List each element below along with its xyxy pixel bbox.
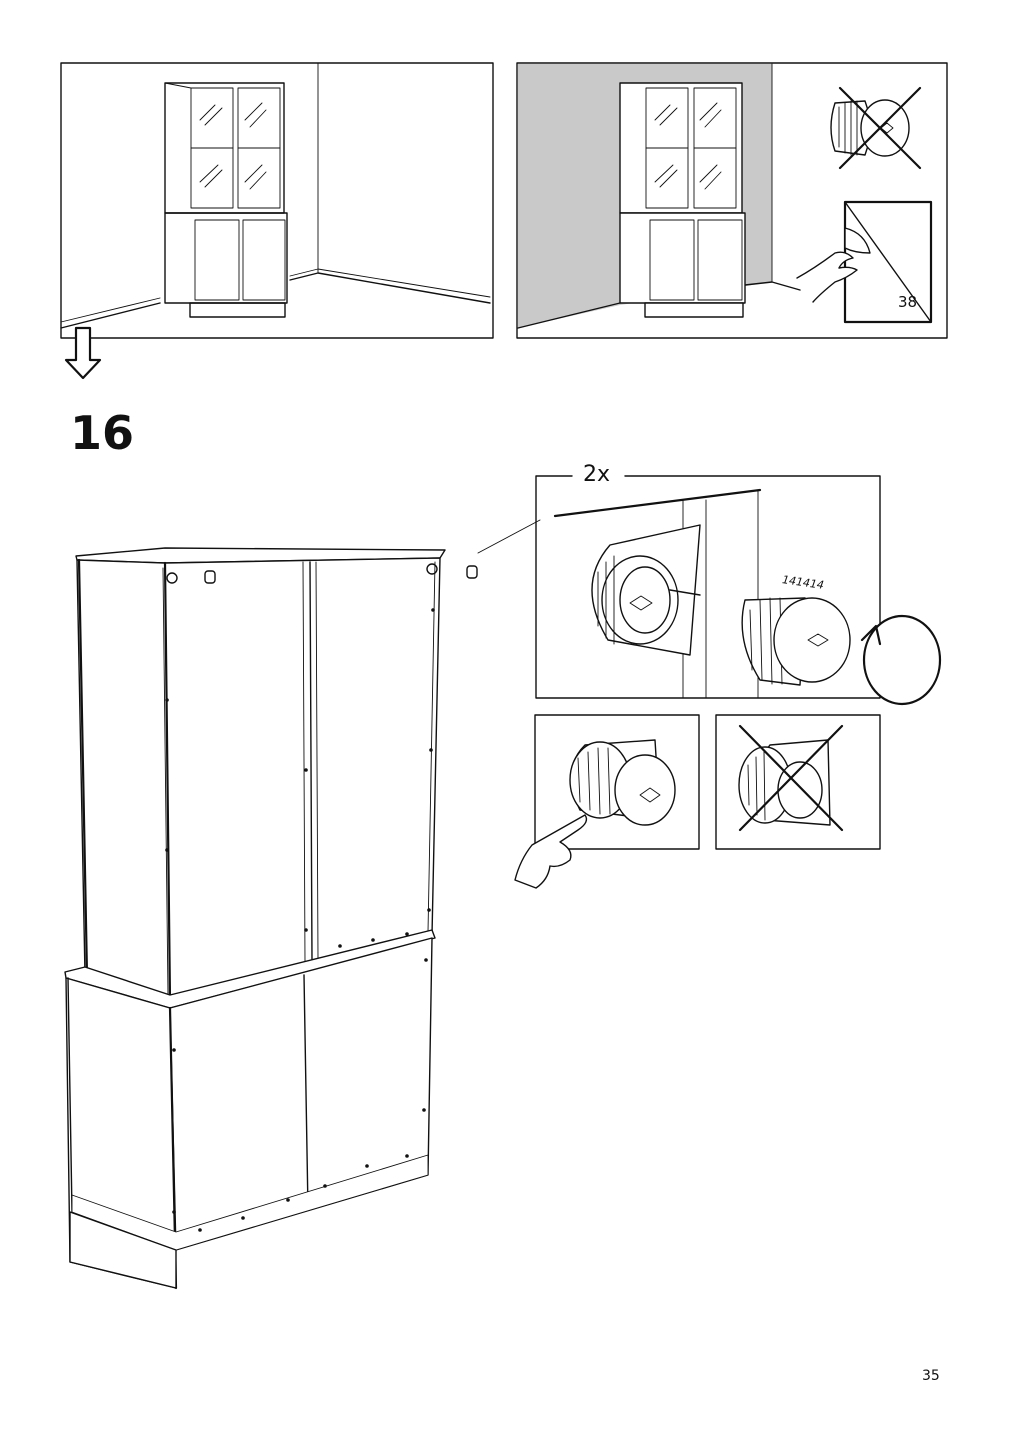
crossed-out-fitting-icon xyxy=(825,83,925,173)
page-number: 35 xyxy=(922,1368,940,1384)
panel-wall-and-adhesive xyxy=(516,62,948,339)
panel-cabinet-against-wall xyxy=(60,62,494,339)
arrow-down-icon xyxy=(58,322,108,382)
quantity-label: 2x xyxy=(583,462,611,487)
adhesive-sticker-icon: 38 xyxy=(795,198,940,328)
reference-page-number: 38 xyxy=(898,293,918,311)
wrong-x-icon xyxy=(736,722,846,834)
step-number: 16 xyxy=(70,406,135,460)
